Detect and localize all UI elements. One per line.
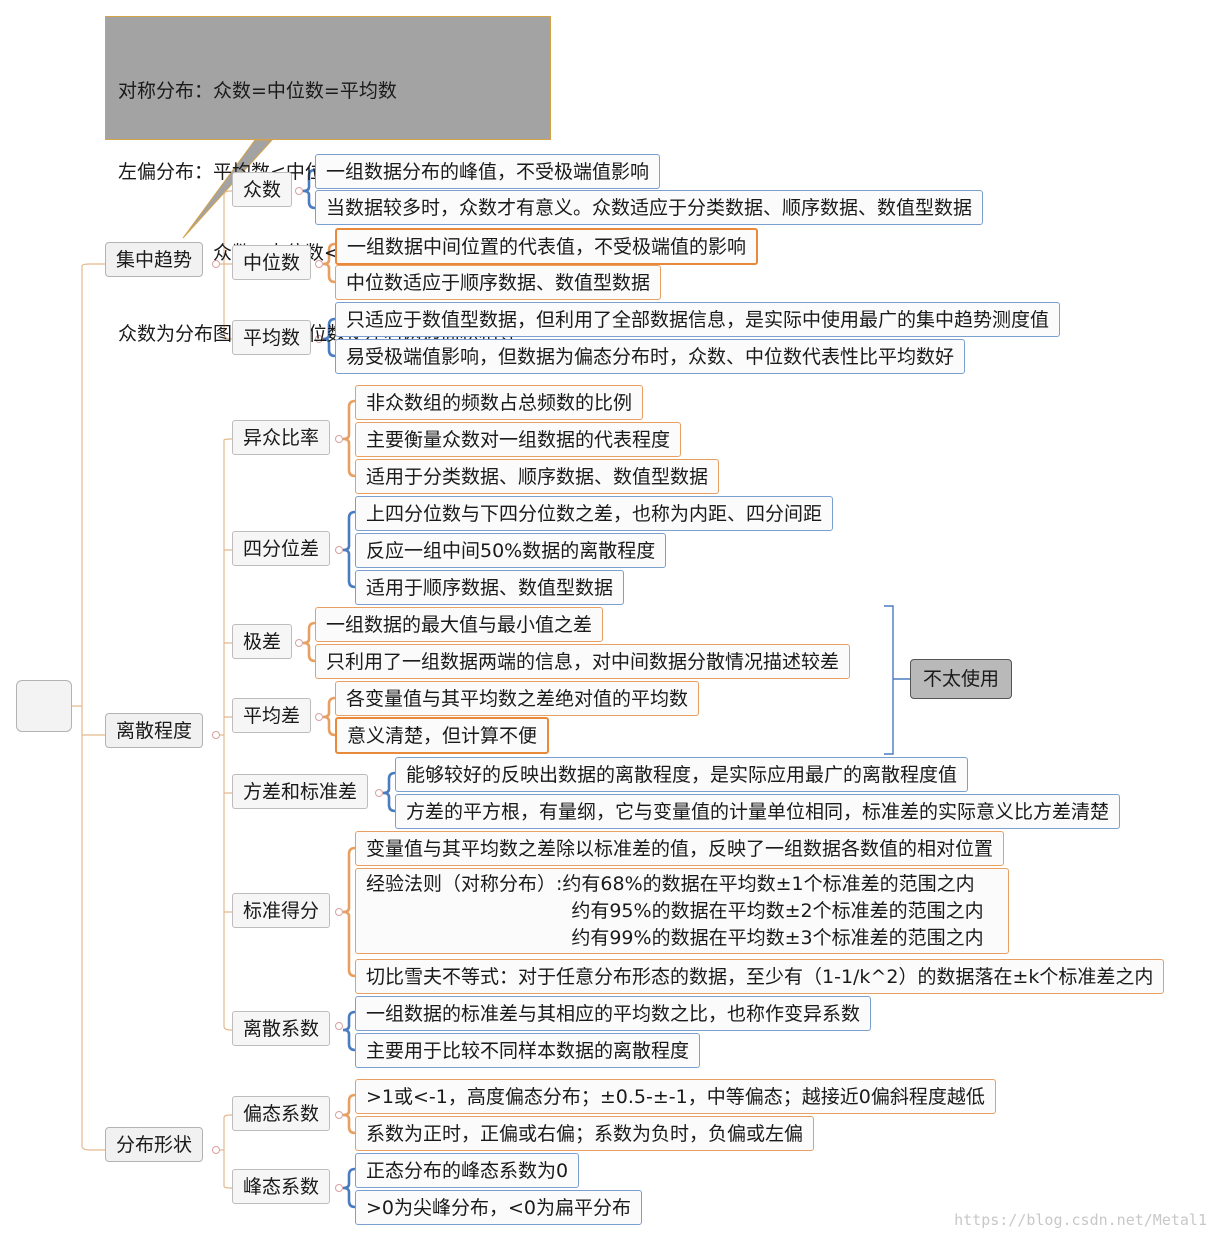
collapse-toggle (335, 1184, 343, 1192)
detail-node[interactable]: 主要用于比较不同样本数据的离散程度 (355, 1033, 701, 1068)
collapse-toggle (375, 789, 383, 797)
collapse-toggle (315, 713, 323, 721)
detail-node[interactable]: 当数据较多时，众数才有意义。众数适应于分类数据、顺序数据、数值型数据 (315, 190, 984, 225)
detail-node[interactable]: 一组数据中间位置的代表值，不受极端值的影响 (335, 228, 759, 265)
subtopic-kurtosis[interactable]: 峰态系数 (232, 1169, 331, 1204)
summary-bracket (884, 605, 910, 755)
bracket-mode (302, 168, 316, 210)
detail-node[interactable]: 变量值与其平均数之差除以标准差的值，反映了一组数据各数值的相对位置 (355, 831, 1005, 866)
root-connector (72, 263, 105, 1151)
topic-distribution-shape[interactable]: 分布形状 (105, 1127, 204, 1162)
detail-node[interactable]: 反应一组中间50%数据的离散程度 (355, 533, 667, 568)
subtopic-mode[interactable]: 众数 (232, 172, 293, 207)
collapse-toggle (335, 435, 343, 443)
bracket-iqr (342, 510, 356, 589)
bracket-range (302, 621, 316, 663)
subtopic-interquartile-range[interactable]: 四分位差 (232, 531, 331, 566)
detail-node[interactable]: >0为尖峰分布，<0为扁平分布 (355, 1190, 643, 1225)
detail-node[interactable]: 中位数适应于顺序数据、数值型数据 (335, 265, 662, 300)
detail-node[interactable]: 各变量值与其平均数之差绝对值的平均数 (335, 681, 700, 716)
collapse-toggle (295, 187, 303, 195)
bracket-mean (322, 317, 336, 358)
detail-node[interactable]: 一组数据的标准差与其相应的平均数之比，也称作变异系数 (355, 996, 872, 1031)
detail-node[interactable]: 主要衡量众数对一组数据的代表程度 (355, 422, 682, 457)
watermark: https://blog.csdn.net/Metal1 (954, 1211, 1207, 1229)
note-pointer (182, 139, 274, 239)
topic-dispersion[interactable]: 离散程度 (105, 713, 204, 748)
subtopic-coefficient-variation[interactable]: 离散系数 (232, 1011, 331, 1046)
subtopic-skewness[interactable]: 偏态系数 (232, 1096, 331, 1131)
root-topic[interactable] (16, 680, 72, 732)
subtopic-standard-score[interactable]: 标准得分 (232, 893, 331, 928)
collapse-toggle (315, 335, 323, 343)
summary-note[interactable]: 对称分布：众数=中位数=平均数 左偏分布：平均数<中位数<众数 右偏分布：众数<… (105, 16, 551, 345)
bracket-kurtosis (342, 1167, 356, 1209)
detail-node[interactable]: 能够较好的反映出数据的离散程度，是实际应用最广的离散程度值 (395, 757, 969, 792)
collapse-toggle (212, 731, 220, 739)
bracket-cv (342, 1010, 356, 1052)
bracket-standard-score (342, 846, 356, 978)
detail-node[interactable]: 适用于顺序数据、数值型数据 (355, 570, 625, 605)
bracket-skewness (342, 1093, 356, 1135)
collapse-toggle (315, 260, 323, 268)
detail-node[interactable]: 只适应于数值型数据，但利用了全部数据信息，是实际中使用最广的集中趋势测度值 (335, 302, 1061, 337)
detail-node[interactable]: 意义清楚，但计算不便 (335, 717, 550, 754)
collapse-toggle (335, 1111, 343, 1119)
detail-node[interactable]: 上四分位数与下四分位数之差，也称为内距、四分间距 (355, 496, 834, 531)
detail-node[interactable]: 切比雪夫不等式：对于任意分布形态的数据，至少有（1-1/k^2）的数据落在±k个… (355, 959, 1165, 994)
detail-node-empirical-rule[interactable]: 经验法则（对称分布）:约有68%的数据在平均数±1个标准差的范围之内 约有95%… (355, 868, 1009, 954)
detail-node[interactable]: >1或<-1，高度偏态分布；±0.5-±-1，中等偏态；越接近0偏斜程度越低 (355, 1079, 996, 1114)
bracket-label-rarely-used[interactable]: 不太使用 (910, 659, 1012, 699)
note-line: 对称分布：众数=中位数=平均数 (118, 80, 397, 102)
detail-node[interactable]: 一组数据的最大值与最小值之差 (315, 607, 604, 642)
bracket-variation-ratio (342, 399, 356, 478)
subtopic-variation-ratio[interactable]: 异众比率 (232, 420, 331, 455)
subtopic-variance-sd[interactable]: 方差和标准差 (232, 774, 369, 809)
topic-central-tendency[interactable]: 集中趋势 (105, 242, 204, 277)
subtopic-mean-deviation[interactable]: 平均差 (232, 698, 312, 733)
detail-node[interactable]: 只利用了一组数据两端的信息，对中间数据分散情况描述较差 (315, 644, 851, 679)
bracket-median (322, 242, 336, 284)
collapse-toggle (335, 908, 343, 916)
subtopic-mean[interactable]: 平均数 (232, 320, 312, 355)
collapse-toggle (212, 1146, 220, 1154)
detail-node[interactable]: 一组数据分布的峰值，不受极端值影响 (315, 154, 661, 189)
detail-node[interactable]: 正态分布的峰态系数为0 (355, 1153, 580, 1188)
detail-node[interactable]: 适用于分类数据、顺序数据、数值型数据 (355, 459, 720, 494)
bracket-variance (382, 771, 396, 813)
collapse-toggle (295, 639, 303, 647)
subtopic-range[interactable]: 极差 (232, 624, 293, 659)
collapse-toggle (335, 546, 343, 554)
detail-node[interactable]: 易受极端值影响，但数据为偏态分布时，众数、中位数代表性比平均数好 (335, 339, 966, 374)
subtopic-median[interactable]: 中位数 (232, 245, 312, 280)
detail-node[interactable]: 方差的平方根，有量纲，它与变量值的计量单位相同，标准差的实际意义比方差清楚 (395, 794, 1121, 829)
detail-node[interactable]: 非众数组的频数占总频数的比例 (355, 385, 644, 420)
collapse-toggle (335, 1022, 343, 1030)
collapse-toggle (212, 260, 220, 268)
bracket-mean-deviation (322, 696, 336, 737)
detail-node[interactable]: 系数为正时，正偏或右偏；系数为负时，负偏或左偏 (355, 1116, 815, 1151)
